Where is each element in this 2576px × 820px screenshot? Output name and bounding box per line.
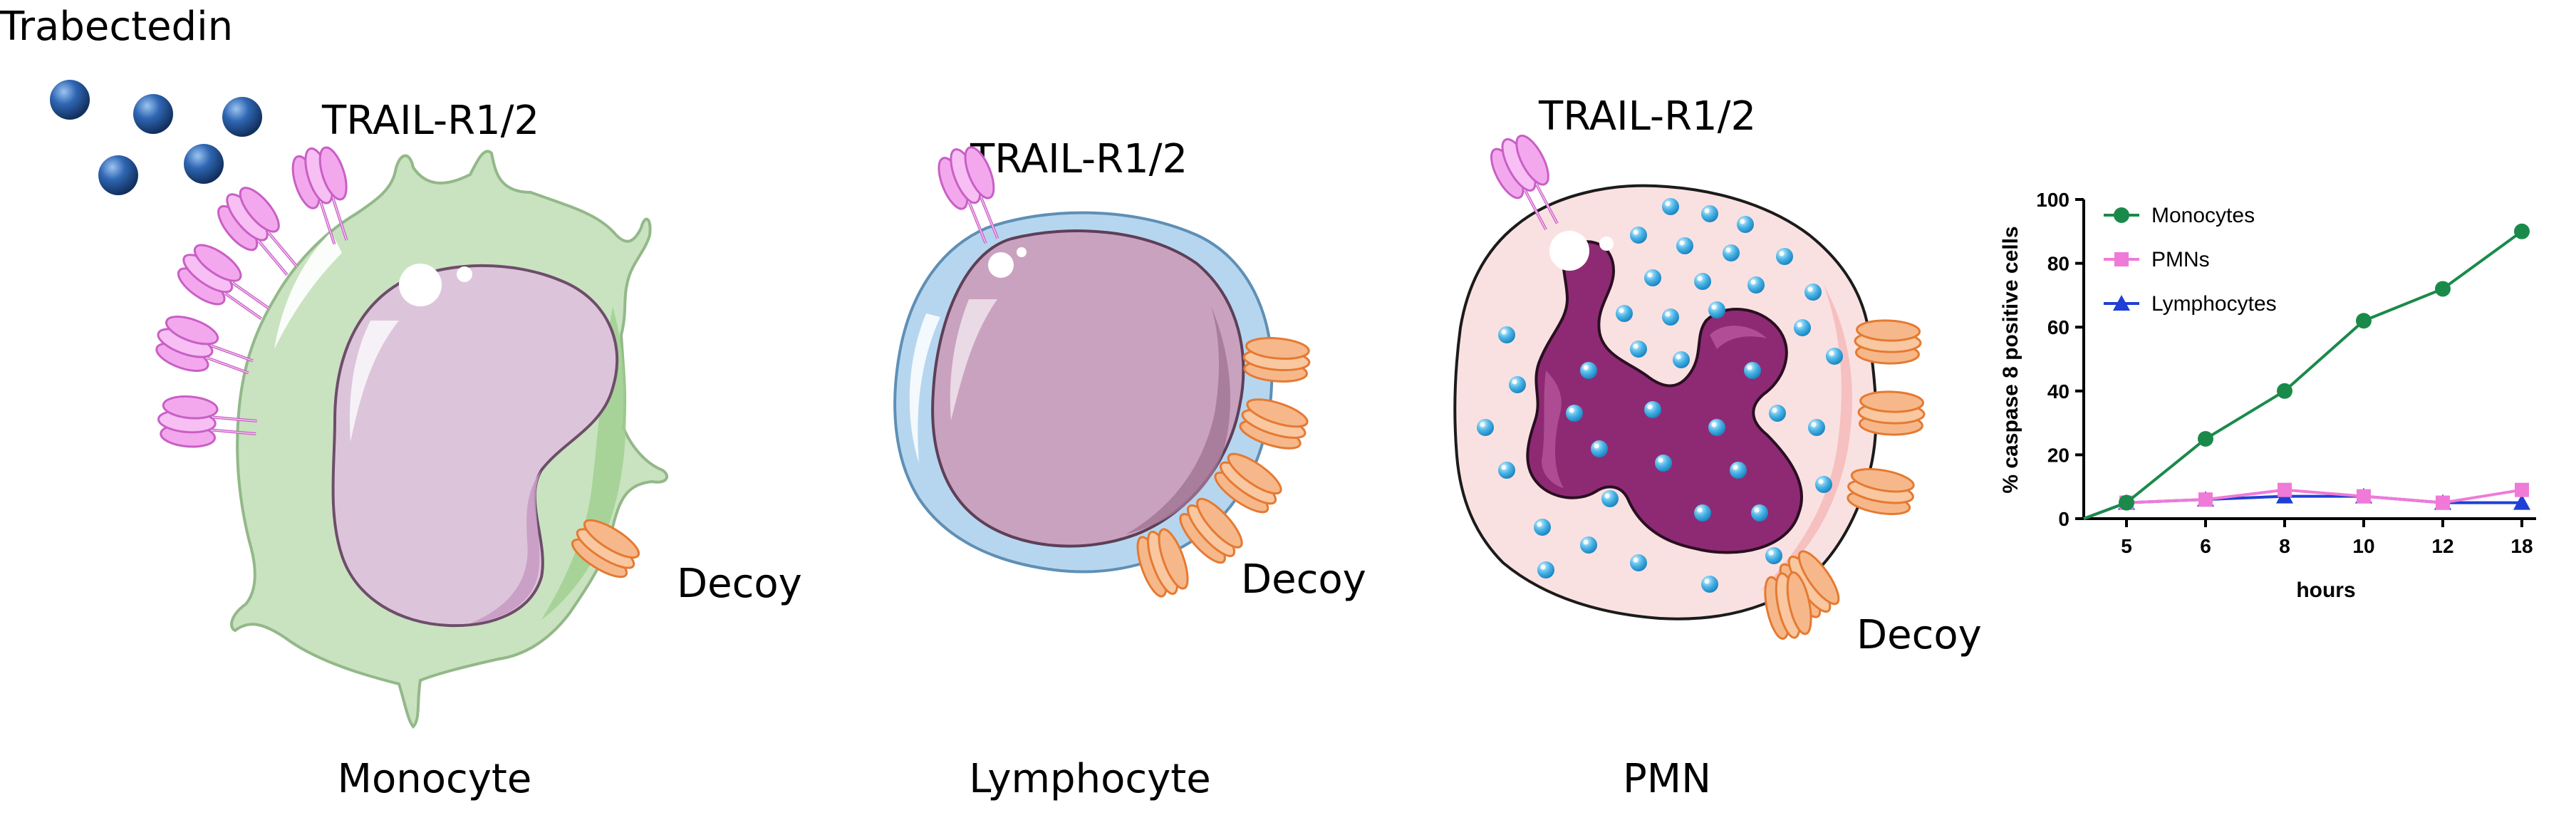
chart-point-monocytes xyxy=(2356,313,2372,329)
chart-y-axis-title: % caspase 8 positive cells xyxy=(1999,226,2022,493)
drug-molecule-icon xyxy=(133,94,173,134)
chart-x-tick-label: 12 xyxy=(2431,535,2453,557)
decoy-label-monocyte: Decoy xyxy=(677,561,802,607)
legend-marker-lymphocytes xyxy=(2113,295,2130,311)
chart-point-lymphocytes xyxy=(2513,494,2530,510)
chart-x-tick-label: 18 xyxy=(2510,535,2533,557)
chart-series-line-monocytes xyxy=(2083,230,2523,520)
chart-point-pmns xyxy=(2436,495,2450,510)
chart-point-monocytes xyxy=(2198,431,2213,447)
chart-point-pmns xyxy=(2357,489,2371,504)
cell-name-lymphocyte: Lymphocyte xyxy=(969,756,1210,802)
chart-point-pmns xyxy=(2198,492,2213,507)
chart-ticks: 0 20 40 60 80 100 5 6 8 10 12 18 xyxy=(2036,189,2533,557)
chart-x-tick-label: 8 xyxy=(2279,535,2290,557)
legend-marker-monocytes xyxy=(2114,207,2129,223)
chart-point-monocytes xyxy=(2435,281,2451,297)
monocyte-nucleus xyxy=(331,264,619,628)
chart-series-line-pmns xyxy=(2083,488,2523,520)
cell-name-pmn: PMN xyxy=(1623,756,1711,802)
decoy-receptor-icon xyxy=(1241,334,1312,385)
legend-label-lymphocytes: Lymphocytes xyxy=(2151,292,2277,316)
chart-y-tick-label: 20 xyxy=(2047,444,2069,466)
chart-y-tick-label: 80 xyxy=(2047,253,2069,275)
chart-point-pmns xyxy=(2278,482,2292,497)
trabectedin-label: Trabectedin xyxy=(0,4,233,50)
receptor-label-pmn: TRAIL-R1/2 xyxy=(1538,93,1756,140)
pmn-cell xyxy=(1453,128,1926,643)
chart-point-monocytes xyxy=(2119,494,2134,511)
drug-molecule-icon xyxy=(184,144,224,184)
chart-y-tick-label: 40 xyxy=(2047,380,2069,403)
lymphocyte-nucleus xyxy=(931,229,1245,548)
cell-name-monocyte: Monocyte xyxy=(338,756,532,802)
chart-x-axis-title: hours xyxy=(2296,578,2355,602)
decoy-receptor-icon xyxy=(1853,318,1923,366)
legend-label-pmns: PMNs xyxy=(2151,248,2210,271)
chart-y-tick-label: 60 xyxy=(2047,316,2069,338)
monocyte-cell xyxy=(148,139,669,729)
chart-series xyxy=(2083,223,2530,520)
receptor-label-lymphocyte: TRAIL-R1/2 xyxy=(970,136,1188,182)
chart-x-tick-label: 6 xyxy=(2200,535,2211,557)
chart-axes xyxy=(2082,199,2536,520)
chart-y-tick-label: 0 xyxy=(2058,508,2069,530)
decoy-label-pmn: Decoy xyxy=(1856,612,1982,658)
drug-molecule-icon xyxy=(222,97,262,137)
drug-molecule-icon xyxy=(50,80,90,120)
decoy-receptor-icon xyxy=(1856,389,1926,437)
receptor-label-monocyte: TRAIL-R1/2 xyxy=(321,98,539,144)
chart-x-tick-label: 10 xyxy=(2352,535,2374,557)
decoy-label-lymphocyte: Decoy xyxy=(1241,556,1366,603)
trabectedin-molecules xyxy=(50,80,262,195)
legend-marker-pmns xyxy=(2114,252,2129,266)
drug-molecule-icon xyxy=(98,155,138,195)
chart-point-pmns xyxy=(2515,482,2529,497)
chart-point-monocytes xyxy=(2514,223,2530,239)
caspase8-line-chart: 0 20 40 60 80 100 5 6 8 10 12 18 MonocytesPMNsLymph… xyxy=(1999,189,2536,602)
legend-label-monocytes: Monocytes xyxy=(2151,204,2255,227)
chart-point-monocytes xyxy=(2277,383,2292,399)
chart-y-tick-label: 100 xyxy=(2036,189,2069,211)
chart-x-tick-label: 5 xyxy=(2121,535,2132,557)
lymphocyte-cell xyxy=(893,138,1313,602)
